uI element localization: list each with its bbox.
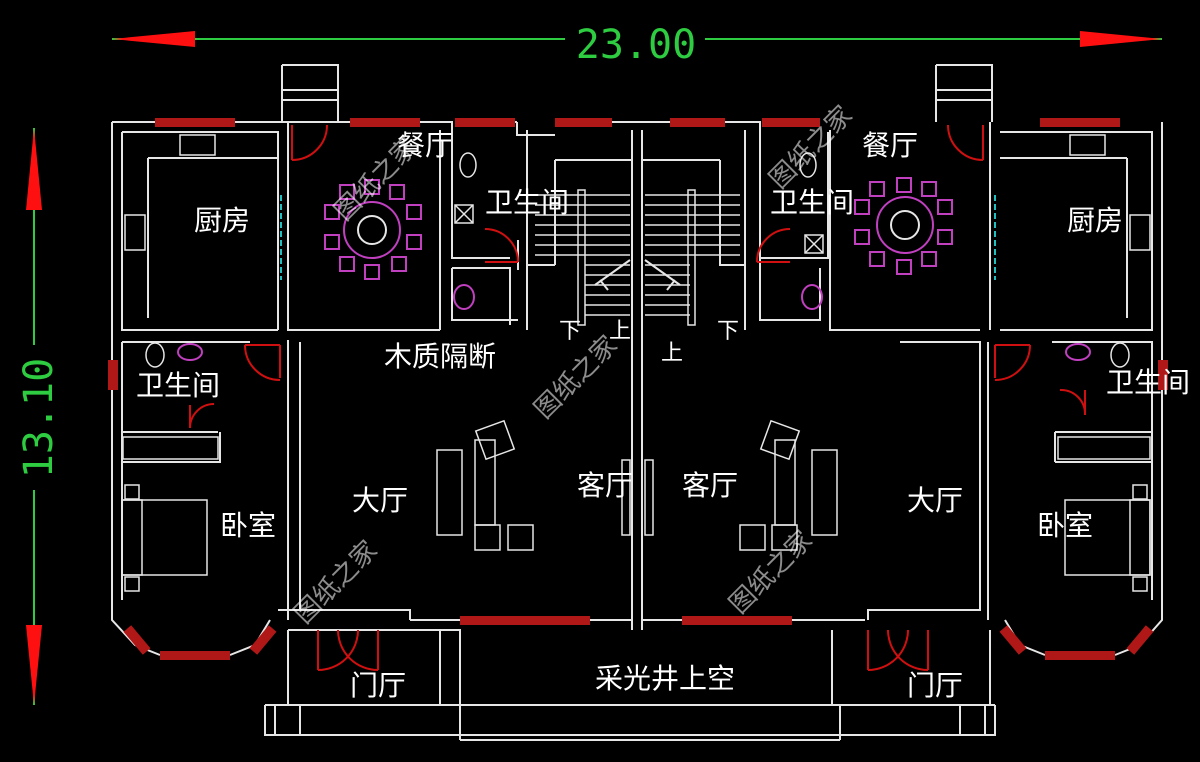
foyer-right-label: 门厅 — [907, 669, 963, 702]
top-arrow-icon — [26, 128, 42, 210]
stove-icon — [1129, 214, 1151, 251]
hall-left-label: 大厅 — [352, 484, 408, 517]
bathtub-icon — [1057, 436, 1151, 460]
toilet-icon — [1110, 342, 1130, 368]
watermark-text: 图纸之家 — [289, 535, 384, 630]
bottom-arrow-icon — [26, 625, 42, 705]
bathtub-icon — [122, 436, 219, 460]
watermark-text: 图纸之家 — [724, 525, 819, 620]
watermark-text: 图纸之家 — [764, 100, 859, 195]
stove-icon — [124, 214, 146, 251]
lightwell-label: 采光井上空 — [595, 662, 735, 695]
left-arrow-icon — [112, 31, 195, 47]
watermark-text: 图纸之家 — [329, 132, 424, 227]
glass-partitions — [280, 195, 996, 280]
height-dimension-label: 13.10 — [16, 358, 62, 478]
shower-icon — [804, 234, 824, 254]
living-left-label: 客厅 — [577, 469, 633, 502]
doors — [189, 124, 1087, 671]
bedroom-right-label: 卧室 — [1037, 509, 1093, 542]
kitchen-right-label: 厨房 — [1067, 204, 1123, 237]
height-dimension: 13.10 — [14, 128, 62, 705]
right-arrow-icon — [1080, 31, 1162, 47]
toilet-icon — [459, 152, 477, 178]
room-labels: 厨房 厨房 餐厅 餐厅 卫生间 卫生间 卫生间 卫生间 木质隔断 大厅 大厅 客… — [136, 129, 1190, 702]
foyer-left-label: 门厅 — [350, 669, 406, 702]
toilet-icon — [799, 152, 817, 178]
dining-table-left — [324, 179, 422, 280]
stairs — [535, 189, 740, 326]
stair-labels: 下 上 上 下 — [559, 319, 739, 366]
kitchen-left-label: 厨房 — [194, 204, 250, 237]
partition-label: 木质隔断 — [384, 340, 496, 373]
bath-lower-left-label: 卫生间 — [136, 369, 220, 402]
dining-left-label: 餐厅 — [397, 129, 453, 162]
beds — [121, 484, 1151, 592]
living-right-label: 客厅 — [682, 469, 738, 502]
stair-up-left-label: 上 — [609, 319, 631, 344]
bed-icon — [121, 499, 208, 576]
center-sliding-doors — [621, 459, 654, 536]
kitchen-sink-icon — [179, 134, 216, 156]
dining-right-label: 餐厅 — [862, 129, 918, 162]
sofa-set-left — [436, 419, 534, 551]
sofa-set-right — [739, 419, 838, 551]
fixtures — [122, 134, 1151, 460]
width-dimension: 23.00 — [112, 22, 1162, 68]
stair-down-right-label: 下 — [717, 319, 739, 344]
watermarks: 图纸之家 图纸之家 图纸之家 图纸之家 图纸之家 — [289, 100, 859, 630]
bath-upper-right-label: 卫生间 — [770, 186, 854, 219]
stair-up-right-label: 上 — [661, 341, 683, 366]
hall-right-label: 大厅 — [907, 484, 963, 517]
stair-down-left-label: 下 — [559, 319, 581, 344]
shower-icon — [454, 204, 474, 224]
watermark-text: 图纸之家 — [529, 330, 624, 425]
bath-lower-right-label: 卫生间 — [1106, 366, 1190, 399]
washbasins — [177, 284, 1091, 361]
kitchen-sink-icon — [1069, 134, 1106, 156]
dining-table-right — [854, 177, 953, 275]
toilet-icon — [145, 342, 165, 368]
bedroom-left-label: 卧室 — [220, 509, 276, 542]
bath-upper-left-label: 卫生间 — [485, 186, 569, 219]
width-dimension-label: 23.00 — [576, 22, 696, 68]
windows — [108, 118, 1168, 660]
